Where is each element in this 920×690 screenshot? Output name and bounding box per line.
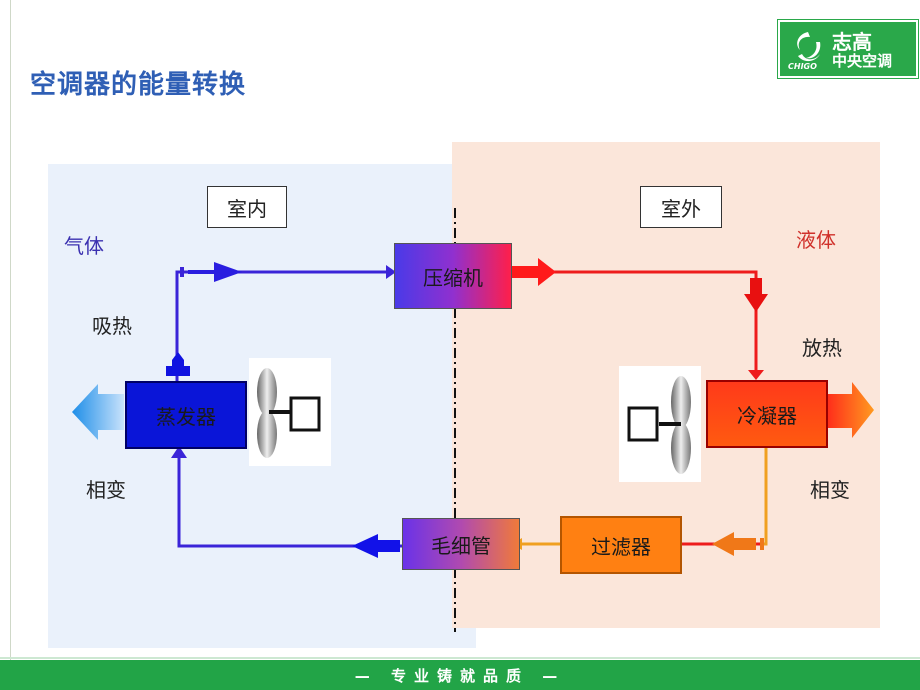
chigo-logo: 志高 中央空调 CHIGO <box>778 20 918 78</box>
gas-state-label: 气体 <box>64 234 104 258</box>
heat-absorb-arrow-icon <box>72 384 124 440</box>
evaporator-label: 蒸发器 <box>156 404 216 429</box>
condenser-label: 冷凝器 <box>737 403 797 428</box>
swirl-logo-icon <box>797 32 821 62</box>
indoor-label: 室内 <box>207 186 287 228</box>
liquid-state-label: 液体 <box>796 228 836 252</box>
footer-divider <box>0 657 920 659</box>
footer-bar: — 专业铸就品质 — <box>0 660 920 690</box>
compressor-label: 压缩机 <box>423 265 483 290</box>
capillary-box: 毛细管 <box>402 518 520 570</box>
phase-change-left-label: 相变 <box>86 478 126 502</box>
capillary-label: 毛细管 <box>431 533 491 558</box>
filter-label: 过滤器 <box>591 534 651 559</box>
heat-absorb-label: 吸热 <box>92 314 132 338</box>
footer-slogan: — 专业铸就品质 — <box>354 666 566 685</box>
heat-release-arrow-icon <box>826 382 874 438</box>
fan-icon <box>627 376 691 474</box>
slide-left-edge <box>10 0 11 660</box>
cold-arrowheads <box>166 262 407 558</box>
logo-sub-text: 中央空调 <box>832 52 893 70</box>
warm-arrowheads <box>512 532 764 556</box>
outdoor-label: 室外 <box>640 186 722 228</box>
phase-change-right-label: 相变 <box>810 478 850 502</box>
filter-box: 过滤器 <box>560 516 682 574</box>
logo-brand-text: 志高 <box>832 30 872 54</box>
compressor-box: 压缩机 <box>394 243 512 309</box>
outdoor-fan <box>619 366 701 482</box>
indoor-fan <box>249 358 331 466</box>
evaporator-box: 蒸发器 <box>125 381 247 449</box>
warm-line <box>760 444 768 546</box>
logo-en-text: CHIGO <box>788 62 817 71</box>
fan-icon <box>257 368 321 458</box>
heat-release-label: 放热 <box>802 336 842 360</box>
hot-arrowheads <box>512 258 768 380</box>
slide-title: 空调器的能量转换 <box>30 70 247 100</box>
condenser-box: 冷凝器 <box>706 380 828 448</box>
